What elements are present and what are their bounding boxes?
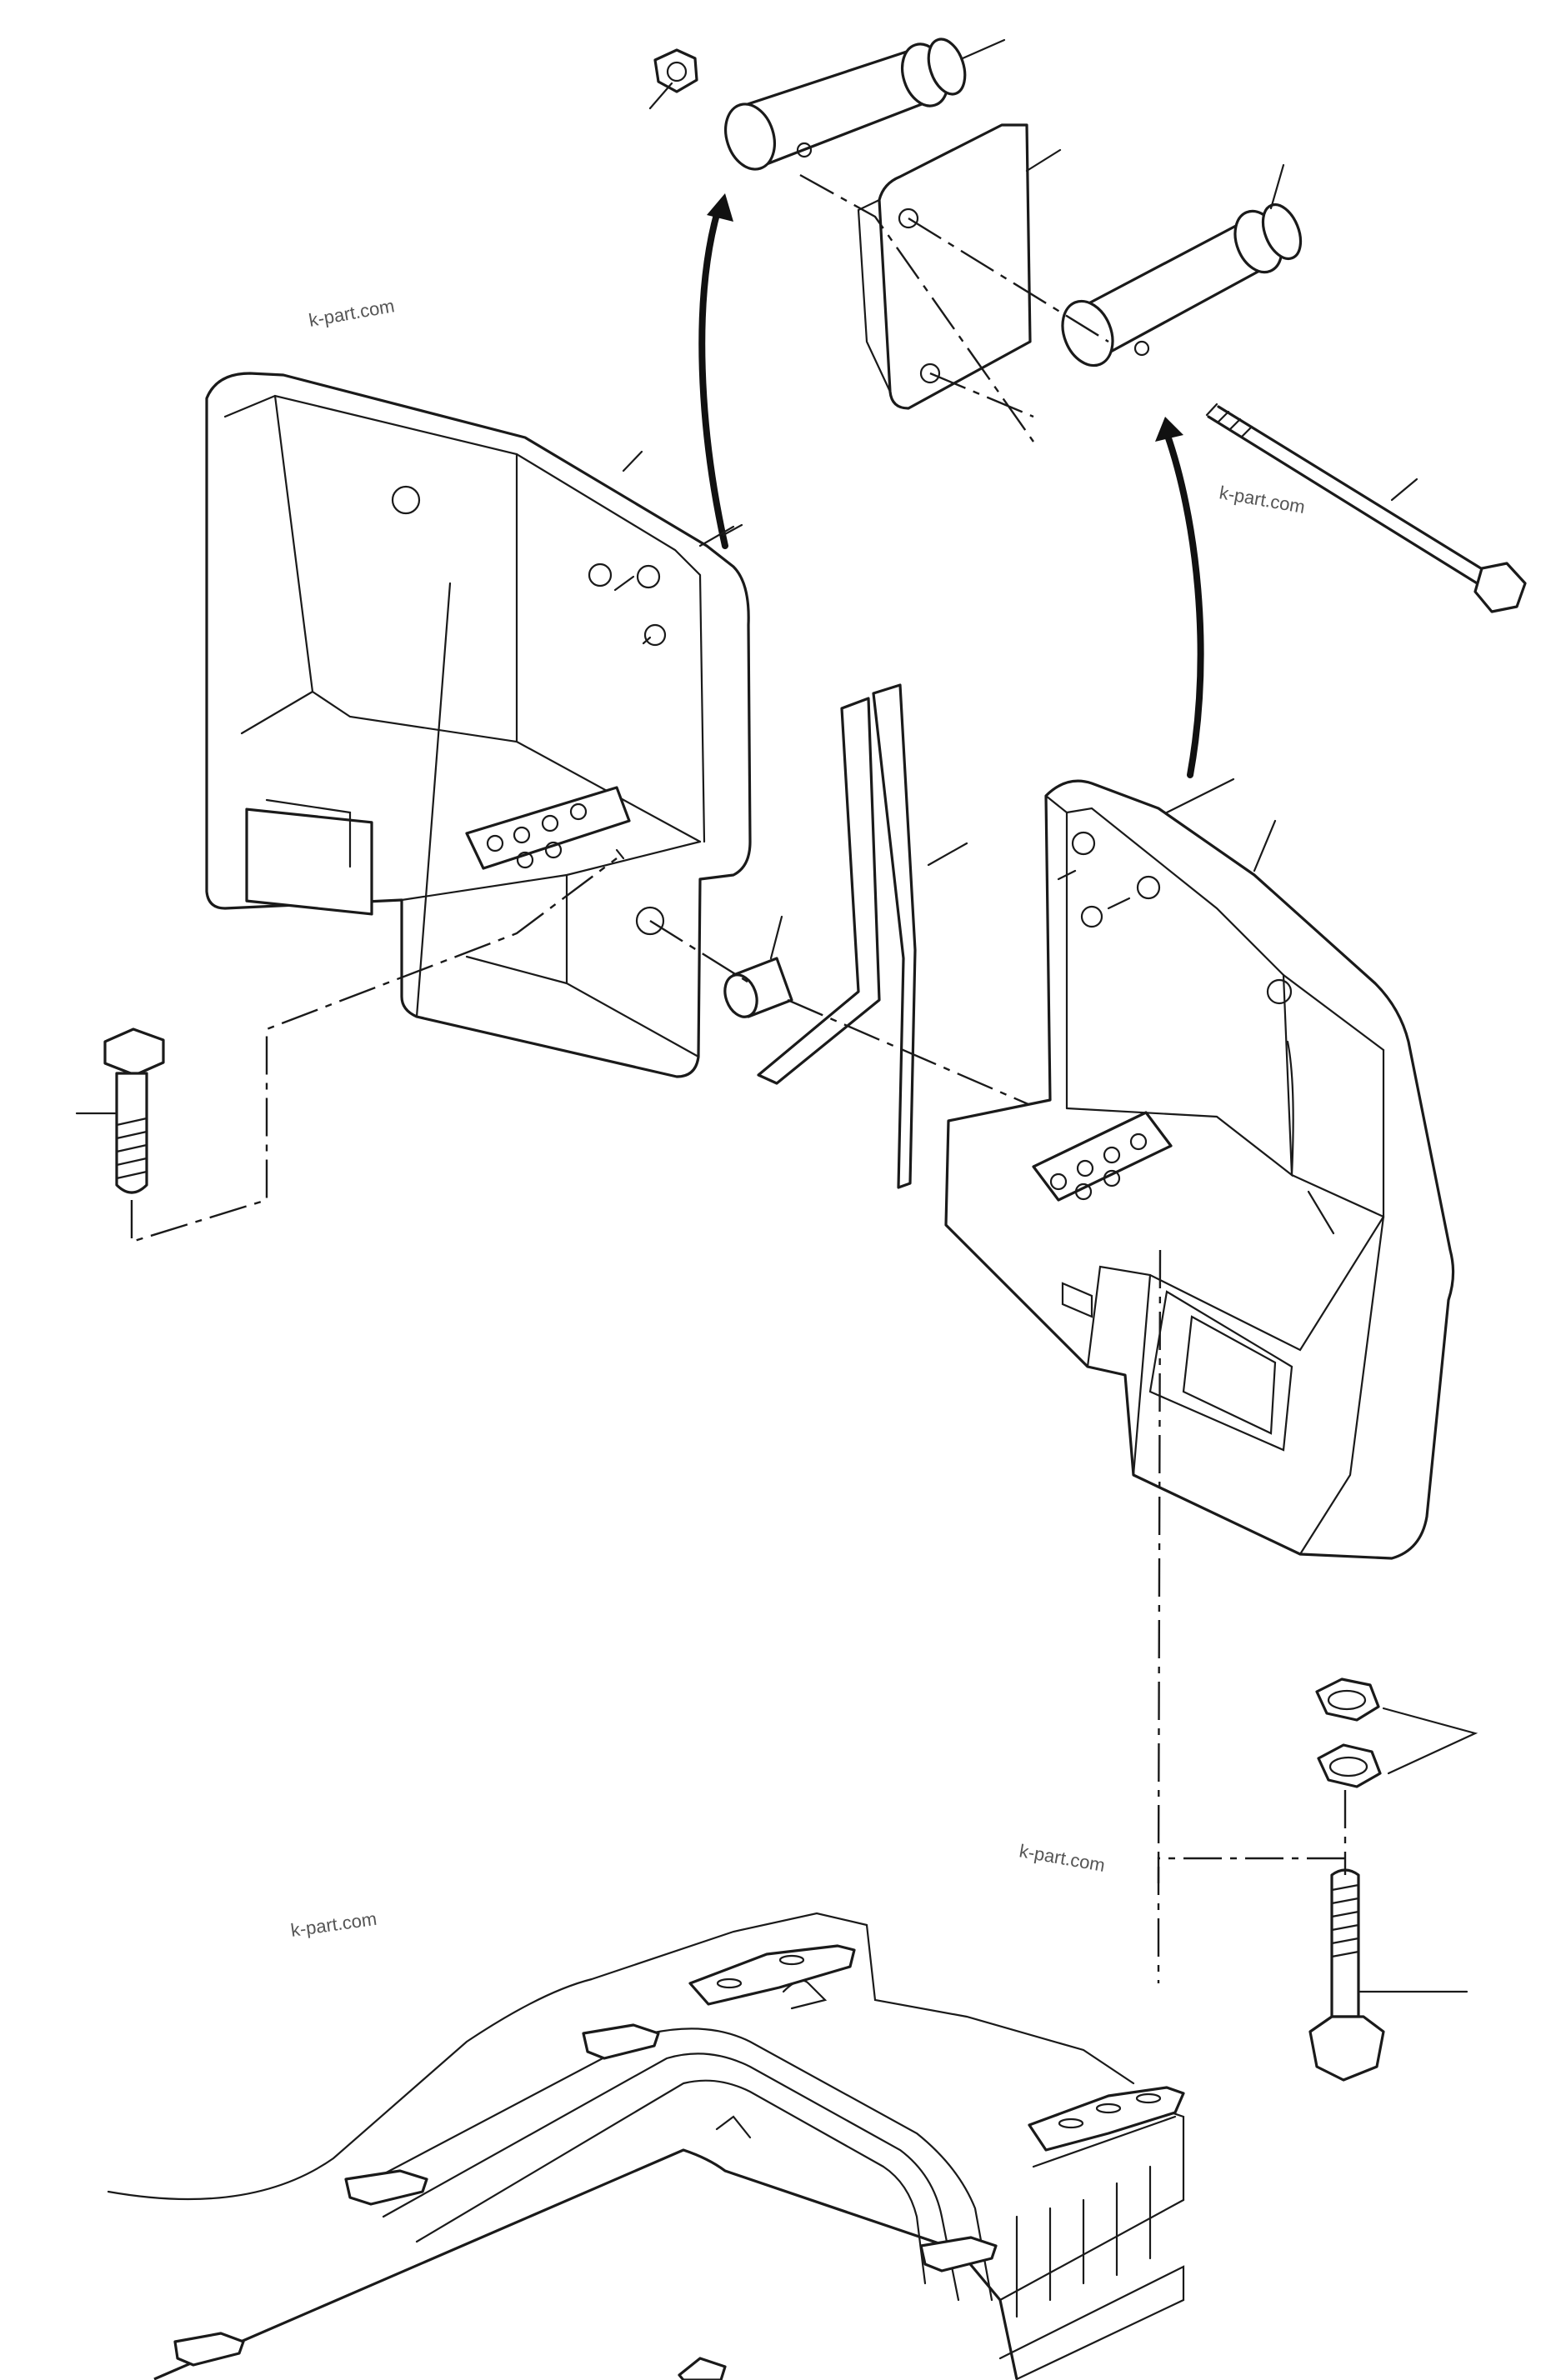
frame-pad-1 [688, 1944, 856, 2006]
frame-pad-6 [173, 2332, 245, 2367]
long-bolt [1205, 402, 1527, 613]
shim-plates [757, 683, 968, 1189]
lock-nut-top [648, 48, 698, 110]
frame [107, 1912, 1185, 2380]
watermark-3: k-part.com [1018, 1840, 1107, 1876]
mount-plate-left [465, 786, 631, 870]
arrow-up-left [698, 193, 733, 549]
pin-lower [1061, 163, 1303, 368]
frame-pad-4 [344, 2169, 428, 2206]
frame-pad-3 [582, 2023, 660, 2060]
frame-pad-5 [919, 2236, 998, 2272]
watermark-1: k-part.com [308, 295, 397, 331]
bolt-right [1308, 1868, 1468, 2082]
counterweight-left [205, 372, 752, 1078]
pin-upper [724, 38, 1006, 171]
counterweight-right [944, 778, 1455, 1560]
nut-lower [1317, 1743, 1382, 1788]
watermark-4: k-part.com [289, 1908, 378, 1941]
frame-pad-7 [678, 2357, 727, 2380]
mount-plate-right [1032, 1111, 1173, 1202]
nut-upper [1315, 1678, 1380, 1722]
frame-pad-2 [1028, 2086, 1185, 2152]
bolt-left [75, 1028, 165, 1194]
watermark-2: k-part.com [1218, 482, 1307, 518]
arrow-up-right [1155, 417, 1204, 778]
connecting-plate [857, 123, 1062, 410]
bushing [723, 915, 793, 1018]
